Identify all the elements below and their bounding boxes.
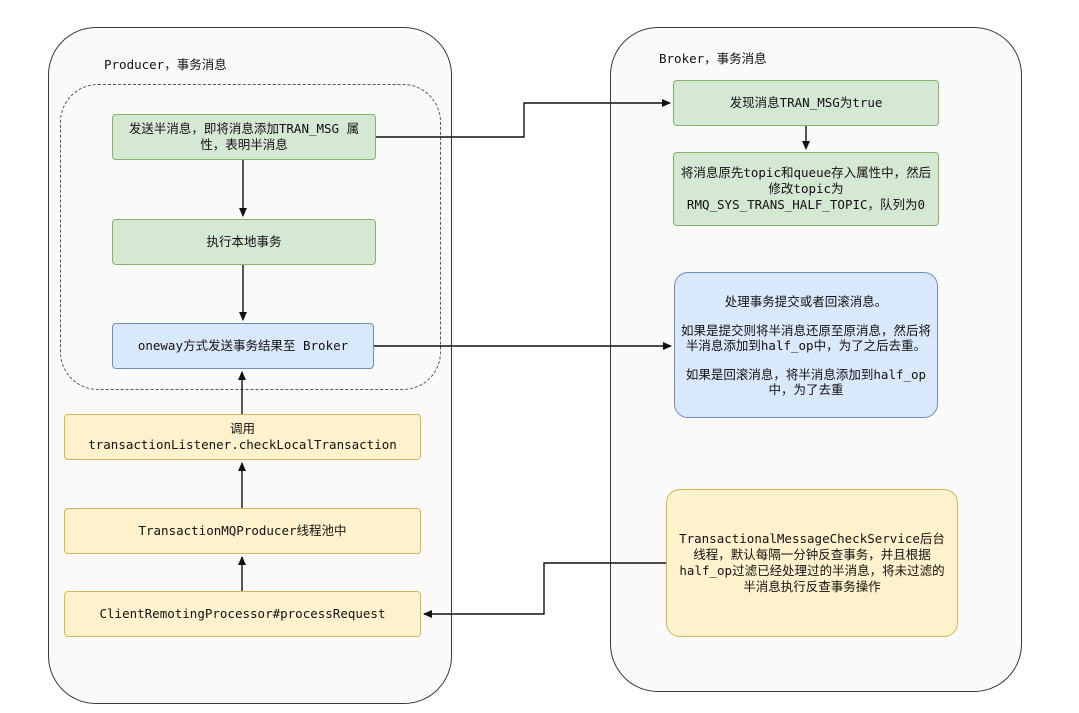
producer-transaction-group: [60, 84, 441, 390]
oneway-send-box: oneway方式发送事务结果至 Broker: [112, 323, 374, 369]
thread-pool-box: TransactionMQProducer线程池中: [64, 508, 421, 554]
producer-lane-title: Producer，事务消息: [104, 57, 227, 72]
store-topic-text: 将消息原先topic和queue存入属性中，然后修改topic为RMQ_SYS_…: [680, 165, 932, 212]
check-local-transaction-line2: transactionListener.checkLocalTransactio…: [88, 437, 397, 452]
check-service-text: TransactionalMessageCheckService后台线程，默认每…: [679, 531, 945, 594]
store-topic-box: 将消息原先topic和queue存入属性中，然后修改topic为RMQ_SYS_…: [673, 152, 939, 226]
handle-paragraph-1: 处理事务提交或者回滚消息。: [724, 293, 888, 309]
local-transaction-text: 执行本地事务: [206, 234, 282, 249]
broker-lane-title: Broker，事务消息: [659, 51, 767, 66]
handle-commit-rollback-box: 处理事务提交或者回滚消息。 如果是提交则将半消息还原至原消息，然后将半消息添加到…: [674, 272, 938, 418]
process-request-text: ClientRemotingProcessor#processRequest: [99, 606, 386, 621]
local-transaction-box: 执行本地事务: [112, 219, 376, 265]
send-half-message-box: 发送半消息，即将消息添加TRAN_MSG 属性，表明半消息: [112, 114, 376, 160]
oneway-send-text: oneway方式发送事务结果至 Broker: [137, 338, 349, 353]
check-service-box: TransactionalMessageCheckService后台线程，默认每…: [666, 489, 958, 637]
send-half-message-text: 发送半消息，即将消息添加TRAN_MSG 属性，表明半消息: [128, 121, 360, 152]
process-request-box: ClientRemotingProcessor#processRequest: [64, 591, 421, 637]
handle-paragraph-3: 如果是回滚消息，将半消息添加到half_op中，为了去重: [685, 366, 927, 397]
thread-pool-text: TransactionMQProducer线程池中: [138, 523, 347, 538]
handle-paragraph-2: 如果是提交则将半消息还原至原消息，然后将半消息添加到half_op中，为了之后去…: [681, 322, 932, 353]
check-local-transaction-box: 调用 transactionListener.checkLocalTransac…: [64, 414, 421, 460]
check-local-transaction-line1: 调用: [229, 421, 255, 436]
found-tran-msg-text: 发现消息TRAN_MSG为true: [729, 95, 883, 110]
found-tran-msg-box: 发现消息TRAN_MSG为true: [673, 80, 939, 126]
